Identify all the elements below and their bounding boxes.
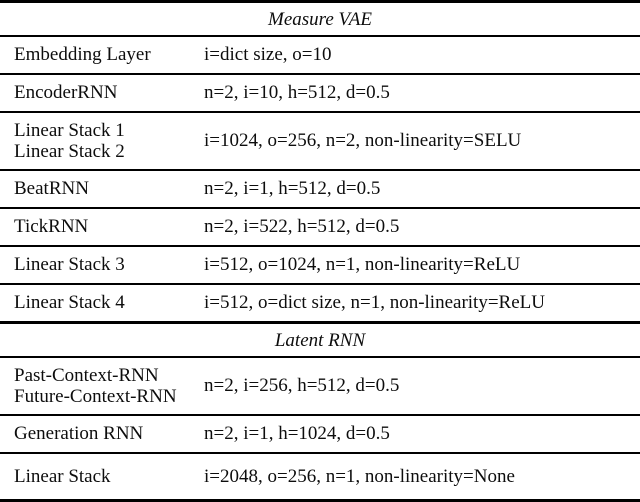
table-row: Generation RNN n=2, i=1, h=1024, d=0.5 <box>0 416 640 454</box>
row-label-line: Generation RNN <box>14 423 144 444</box>
section-measure-vae: Measure VAE Embedding Layer i=dict size,… <box>0 3 640 324</box>
row-label-line: TickRNN <box>14 216 89 237</box>
row-params: n=2, i=1, h=1024, d=0.5 <box>204 423 390 444</box>
row-params: i=1024, o=256, n=2, non-linearity=SELU <box>204 130 522 151</box>
row-label: Past-Context-RNN Future-Context-RNN <box>0 365 204 407</box>
row-label: Linear Stack 1 Linear Stack 2 <box>0 120 204 162</box>
section-header-latent-rnn: Latent RNN <box>0 324 640 358</box>
row-label-line: Future-Context-RNN <box>14 386 177 407</box>
row-params: n=2, i=522, h=512, d=0.5 <box>204 216 400 237</box>
table-row: BeatRNN n=2, i=1, h=512, d=0.5 <box>0 171 640 209</box>
row-label: Generation RNN <box>0 423 204 445</box>
table-row: Embedding Layer i=dict size, o=10 <box>0 37 640 75</box>
row-label-line: Linear Stack <box>14 465 111 487</box>
row-label: EncoderRNN <box>0 82 204 104</box>
row-label-line: Linear Stack 3 <box>14 254 125 275</box>
table-row: EncoderRNN n=2, i=10, h=512, d=0.5 <box>0 75 640 113</box>
section-latent-rnn: Latent RNN Past-Context-RNN Future-Conte… <box>0 324 640 499</box>
row-label: Linear Stack 4 <box>0 292 204 314</box>
table-row: Linear Stack 3 i=512, o=1024, n=1, non-l… <box>0 247 640 285</box>
table-row: Linear Stack 4 i=512, o=dict size, n=1, … <box>0 285 640 324</box>
row-label-line: EncoderRNN <box>14 82 118 103</box>
row-params: i=dict size, o=10 <box>204 44 332 65</box>
table-row: Linear Stack 1 Linear Stack 2 i=1024, o=… <box>0 113 640 171</box>
row-label-line: Linear Stack 4 <box>14 292 125 313</box>
row-params: n=2, i=256, h=512, d=0.5 <box>204 375 400 396</box>
row-params: n=2, i=10, h=512, d=0.5 <box>204 82 390 103</box>
row-label: TickRNN <box>0 216 204 238</box>
row-label-line: Linear Stack 1 <box>14 120 125 141</box>
row-params: i=512, o=1024, n=1, non-linearity=ReLU <box>204 254 521 275</box>
row-params: n=2, i=1, h=512, d=0.5 <box>204 178 381 199</box>
row-params: i=512, o=dict size, n=1, non-linearity=R… <box>204 292 545 313</box>
row-label: Linear Stack <box>0 466 204 488</box>
row-label: Embedding Layer <box>0 44 204 66</box>
row-params: i=2048, o=256, n=1, non-linearity=None <box>204 465 515 487</box>
row-label: Linear Stack 3 <box>0 254 204 276</box>
table-row: Past-Context-RNN Future-Context-RNN n=2,… <box>0 358 640 416</box>
row-label-line: Past-Context-RNN <box>14 365 159 386</box>
row-label-line: Linear Stack 2 <box>14 141 125 162</box>
table-row: Linear Stack i=2048, o=256, n=1, non-lin… <box>0 454 640 499</box>
row-label: BeatRNN <box>0 178 204 200</box>
row-label-line: Embedding Layer <box>14 44 151 65</box>
row-label-line: BeatRNN <box>14 178 89 199</box>
section-header-measure-vae: Measure VAE <box>0 3 640 37</box>
table-row: TickRNN n=2, i=522, h=512, d=0.5 <box>0 209 640 247</box>
